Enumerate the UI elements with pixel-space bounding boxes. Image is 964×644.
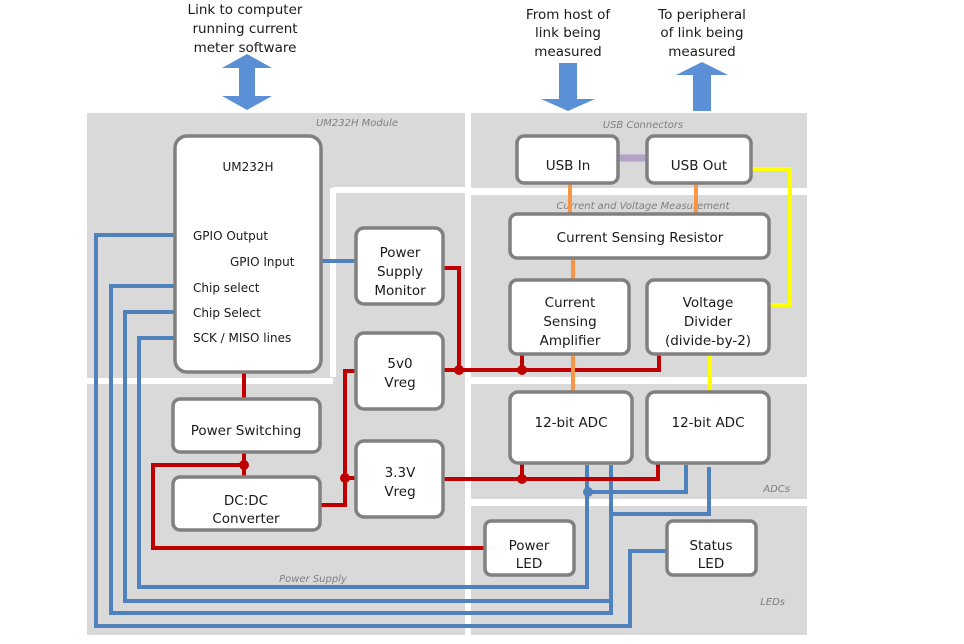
pin-sck-miso: SCK / MISO lines — [193, 331, 291, 345]
region-label-adcs: ADCs — [762, 484, 790, 495]
arrow-down-icon — [541, 63, 595, 111]
svg-text:running current: running current — [192, 21, 297, 37]
svg-text:5v0: 5v0 — [387, 356, 412, 372]
block-current-sensing-amplifier: Current Sensing Amplifier — [508, 278, 631, 356]
region-divider — [87, 187, 465, 384]
wire-power-led — [151, 463, 486, 550]
voltage-wires — [708, 167, 792, 392]
svg-text:Supply: Supply — [377, 264, 423, 280]
block-vreg-5v0: 5v0 Vreg — [354, 331, 445, 411]
junction-dot — [239, 460, 249, 470]
svg-text:meter software: meter software — [194, 40, 297, 56]
junction-dot — [517, 365, 527, 375]
svg-text:measured: measured — [534, 44, 601, 60]
junction-dot — [340, 473, 350, 483]
block-status-led: Status LED — [665, 519, 758, 577]
data-wires — [94, 233, 711, 628]
svg-text:(divide-by-2): (divide-by-2) — [665, 333, 751, 349]
caption-from-host: From host of link being measured — [526, 7, 611, 60]
wire-monitor-rail — [443, 266, 461, 370]
junction-dot — [583, 487, 593, 497]
block-usb-in: USB In — [515, 134, 620, 185]
svg-text:From host of: From host of — [526, 7, 611, 23]
svg-text:Voltage: Voltage — [683, 295, 734, 311]
um232h-title: UM232H — [222, 160, 273, 174]
junction-dot — [454, 365, 464, 375]
svg-text:USB Out: USB Out — [671, 158, 727, 174]
svg-text:Sensing: Sensing — [543, 314, 596, 330]
wire-chip-select-2 — [123, 310, 611, 603]
region-label-measurement: Current and Voltage Measurement — [557, 201, 731, 212]
junction-dot — [517, 474, 527, 484]
pin-chip-select-1: Chip select — [193, 281, 260, 295]
block-adc-current: 12-bit ADC — [508, 390, 634, 465]
svg-text:Power Switching: Power Switching — [191, 423, 302, 439]
svg-text:USB In: USB In — [546, 158, 591, 174]
region-label-leds: LEDs — [760, 597, 785, 608]
svg-text:LED: LED — [698, 556, 724, 572]
svg-text:Monitor: Monitor — [374, 283, 426, 299]
svg-text:3.3V: 3.3V — [385, 465, 416, 481]
arrow-up-icon — [676, 62, 728, 111]
svg-text:Link to computer: Link to computer — [188, 2, 303, 18]
svg-text:link being: link being — [535, 25, 601, 41]
svg-text:Converter: Converter — [212, 511, 280, 527]
svg-text:Power: Power — [509, 538, 550, 554]
svg-text:Vreg: Vreg — [384, 484, 415, 500]
svg-text:measured: measured — [668, 44, 735, 60]
block-vreg-3v3: 3.3V Vreg — [354, 439, 445, 519]
svg-text:Vreg: Vreg — [384, 375, 415, 391]
pin-gpio-input: GPIO Input — [230, 255, 295, 269]
block-power-switching: Power Switching — [171, 397, 322, 454]
svg-text:Power: Power — [380, 245, 421, 261]
pin-gpio-output: GPIO Output — [193, 229, 268, 243]
block-um232h: UM232H GPIO Output GPIO Input Chip selec… — [173, 134, 323, 374]
block-power-supply-monitor: Power Supply Monitor — [354, 226, 445, 306]
wire-chip-select-1 — [109, 284, 711, 615]
wire-miso-adc2 — [587, 465, 688, 494]
region-label-power-supply: Power Supply — [279, 574, 348, 585]
bidirectional-arrow-icon — [222, 54, 272, 110]
caption-computer-link: Link to computer running current meter s… — [188, 2, 303, 56]
block-dcdc-converter: DC:DC Converter — [171, 475, 322, 532]
block-voltage-divider: Voltage Divider (divide-by-2) — [645, 278, 771, 356]
svg-text:Divider: Divider — [684, 314, 733, 330]
svg-text:Current Sensing Resistor: Current Sensing Resistor — [557, 230, 724, 246]
region-label-usb: USB Connectors — [603, 120, 684, 131]
region-label-um232h: UM232H Module — [316, 118, 398, 129]
svg-text:of link being: of link being — [660, 25, 743, 41]
wire-usbout-to-divider — [751, 167, 792, 307]
svg-text:LED: LED — [516, 556, 542, 572]
svg-text:Current: Current — [545, 295, 596, 311]
block-power-led: Power LED — [483, 519, 576, 577]
pin-chip-select-2: Chip Select — [193, 306, 261, 320]
svg-text:DC:DC: DC:DC — [224, 493, 268, 509]
block-usb-out: USB Out — [645, 134, 753, 185]
svg-text:Status: Status — [689, 538, 732, 554]
wire-gpio-output — [94, 233, 667, 628]
wire-sck-miso — [137, 336, 589, 589]
svg-text:12-bit ADC: 12-bit ADC — [534, 415, 607, 431]
svg-text:To peripheral: To peripheral — [657, 7, 746, 23]
svg-text:Amplifier: Amplifier — [540, 333, 601, 349]
svg-text:12-bit ADC: 12-bit ADC — [671, 415, 744, 431]
block-current-sensing-resistor: Current Sensing Resistor — [508, 212, 771, 260]
caption-to-peripheral: To peripheral of link being measured — [657, 7, 746, 60]
block-adc-voltage: 12-bit ADC — [645, 390, 771, 465]
